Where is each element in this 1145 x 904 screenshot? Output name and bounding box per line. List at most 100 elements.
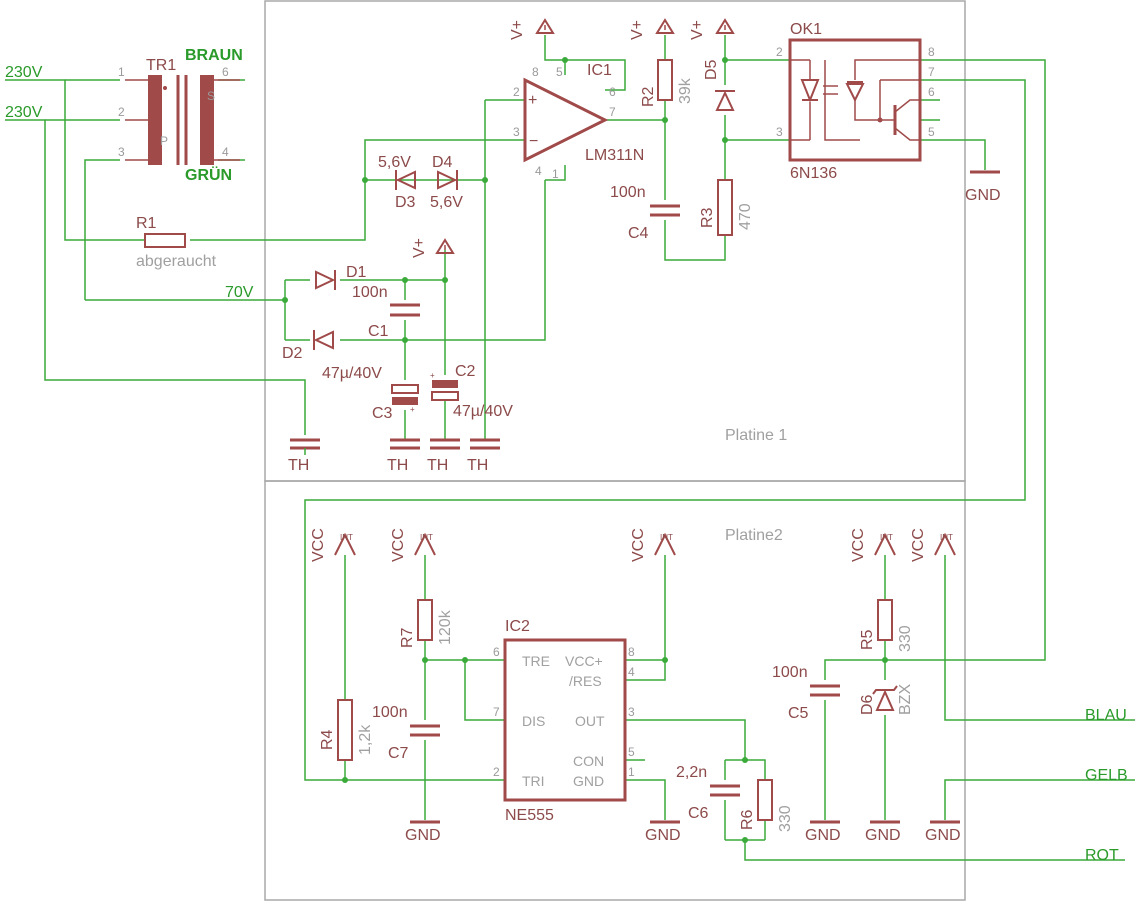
frame-board2-label: Platine2 [725, 527, 783, 544]
r1-ref: R1 [136, 215, 157, 232]
c6-value: 2,2n [676, 764, 707, 781]
d5-ref: D5 [703, 59, 720, 80]
svg-text:6: 6 [928, 85, 935, 99]
r6-ref: R6 [739, 809, 756, 830]
tr1-pin-1: 1 [118, 65, 125, 79]
wire-label-braun: BRAUN [185, 47, 243, 64]
r4-ref: R4 [319, 729, 336, 750]
svg-text:INT: INT [660, 533, 673, 542]
tr1-pin-3: 3 [118, 145, 125, 159]
r5-value: 330 [897, 625, 914, 652]
svg-text:+: + [410, 405, 415, 414]
svg-text:−: − [529, 133, 538, 150]
d6-value: BZX [897, 684, 914, 715]
ic2-ref: IC2 [505, 618, 530, 635]
svg-text:3: 3 [776, 125, 783, 139]
svg-text:GND: GND [805, 827, 841, 844]
svg-text:VCC: VCC [630, 528, 647, 562]
capacitor-c3: + 47µ/40V C3 [322, 365, 419, 422]
capacitor-c5: 100n C5 [772, 664, 840, 722]
svg-text:2: 2 [776, 45, 783, 59]
svg-text:GND: GND [865, 827, 901, 844]
frame-board1: Platine 1 [264, 0, 966, 482]
diode-d2: D2 [282, 330, 334, 362]
vcc-symbol-5: INT VCC [910, 528, 956, 562]
vplus-symbol-2: V+ [629, 18, 675, 40]
d6-ref: D6 [859, 694, 876, 715]
c5-value: 100n [772, 664, 808, 681]
svg-text:OUT: OUT [575, 713, 605, 729]
vplus-symbol-1: V+ [509, 18, 555, 40]
r3-ref: R3 [699, 207, 716, 228]
th-symbols: TH TH TH TH [288, 438, 500, 474]
vcc-symbol-3: INT VCC [630, 528, 676, 562]
ic1-ref: IC1 [587, 62, 612, 79]
c4-value: 100n [610, 184, 646, 201]
r7-ref: R7 [399, 627, 416, 648]
ic1-part: LM311N [585, 147, 644, 164]
tr1-sec-mark: S [207, 89, 215, 103]
svg-text:8: 8 [532, 65, 539, 79]
th-symbol-4: TH [467, 438, 500, 474]
svg-text:1: 1 [628, 765, 635, 779]
resistor-r5: R5 330 [859, 599, 914, 652]
zener-d3: 5,6V D3 [378, 154, 416, 211]
gnd-symbol-3: GND [645, 820, 681, 844]
svg-text:VCC: VCC [390, 528, 407, 562]
wires [5, 35, 1135, 861]
svg-text:TH: TH [467, 457, 488, 474]
output-label-rot: ROT [1085, 847, 1119, 864]
svg-text:5: 5 [928, 125, 935, 139]
net-label-230v-1: 230V [5, 64, 43, 81]
svg-text:INT: INT [880, 533, 893, 542]
svg-text:V+: V+ [689, 20, 706, 40]
svg-text:4: 4 [535, 164, 542, 178]
resistor-r3: R3 470 [699, 179, 754, 236]
svg-text:INT: INT [340, 533, 353, 542]
c3-value: 47µ/40V [322, 365, 382, 382]
svg-text:6: 6 [609, 85, 616, 99]
svg-text:VCC+: VCC+ [565, 653, 603, 669]
r3-value: 470 [737, 203, 754, 230]
svg-text:+: + [430, 371, 435, 380]
c2-ref: C2 [455, 363, 476, 380]
wire-label-gruen: GRÜN [185, 165, 232, 184]
d2-ref: D2 [282, 345, 303, 362]
net-label-70v: 70V [225, 284, 254, 301]
svg-text:8: 8 [628, 645, 635, 659]
svg-text:3: 3 [628, 705, 635, 719]
svg-text:/RES: /RES [569, 673, 602, 689]
svg-text:TRE: TRE [522, 653, 550, 669]
th-symbol-2: TH [387, 438, 420, 474]
gnd-symbol-2: GND [405, 820, 441, 844]
resistor-r7: R7 120k [399, 599, 454, 648]
svg-text:V+: V+ [629, 20, 646, 40]
tr1-pin-4: 4 [222, 145, 229, 159]
gnd-symbol-4: GND [805, 820, 841, 844]
svg-text:4: 4 [628, 665, 635, 679]
svg-text:GND: GND [405, 827, 441, 844]
junction-dots [282, 57, 888, 843]
svg-text:GND: GND [645, 827, 681, 844]
svg-text:INT: INT [940, 533, 953, 542]
tr1-ref: TR1 [146, 57, 176, 74]
d4-value: 5,6V [430, 194, 463, 211]
tr1-pri-mark: P [160, 134, 168, 148]
zener-d6: D6 BZX [859, 684, 914, 715]
resistor-r6: R6 330 [739, 779, 794, 832]
svg-text:V+: V+ [509, 20, 526, 40]
vplus-symbol-3: V+ [689, 18, 735, 40]
r7-value: 120k [437, 609, 454, 645]
svg-text:VCC: VCC [910, 528, 927, 562]
frame-board1-label: Platine 1 [725, 427, 787, 444]
svg-text:DIS: DIS [522, 713, 545, 729]
resistor-r2: R2 39k [640, 59, 694, 107]
capacitor-c7: 100n C7 [372, 704, 440, 762]
svg-text:INT: INT [420, 533, 433, 542]
svg-text:GND: GND [965, 187, 1001, 204]
vplus-symbol-4: V+ [411, 238, 455, 258]
